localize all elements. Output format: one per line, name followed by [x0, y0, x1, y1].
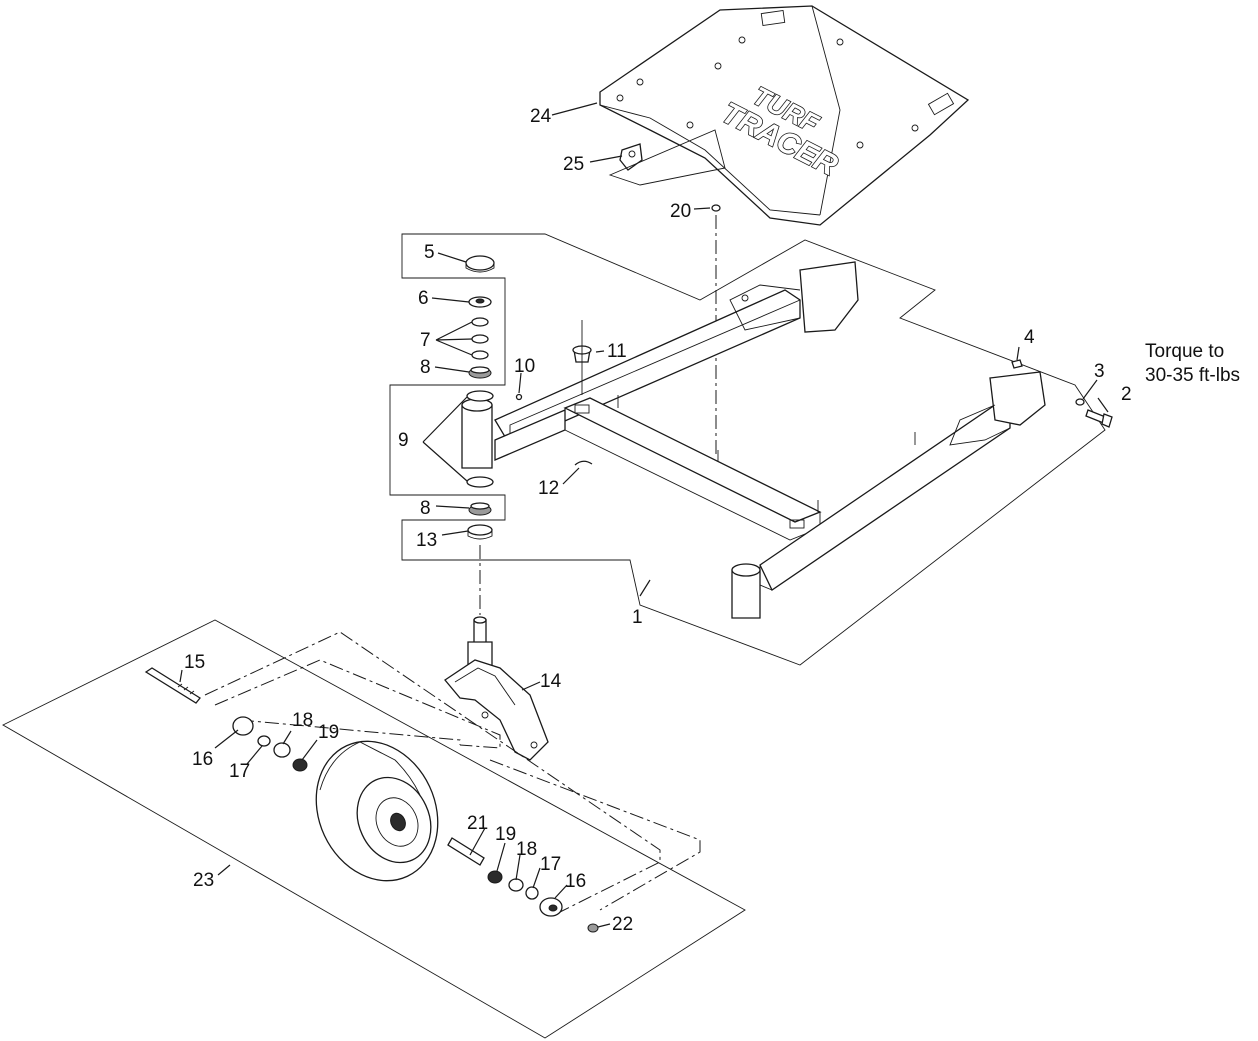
lock-nut — [587, 923, 599, 933]
callout-24: 24 — [530, 106, 552, 127]
callout-15: 15 — [184, 652, 205, 673]
callout-17-left: 17 — [229, 761, 250, 782]
grease-fitting — [515, 393, 523, 401]
bearing-cup-upper — [466, 390, 494, 402]
callout-21: 21 — [467, 813, 488, 834]
callout-13: 13 — [416, 530, 437, 551]
callout-22: 22 — [612, 914, 633, 935]
frame-group-outline — [389, 233, 1106, 666]
callout-17-right: 17 — [540, 854, 561, 875]
callout-6: 6 — [418, 288, 429, 309]
caster-fork — [444, 616, 549, 761]
callout-5: 5 — [424, 242, 435, 263]
callout-16-right: 16 — [565, 871, 586, 892]
wheel-group-outline — [2, 619, 746, 1039]
nut — [468, 296, 492, 308]
wheel-hub-left-parts — [232, 716, 308, 772]
washer-3 — [1075, 398, 1085, 406]
axle-bolt — [144, 667, 201, 704]
callout-7: 7 — [420, 330, 431, 351]
callout-16-left: 16 — [192, 749, 213, 770]
callout-20: 20 — [670, 201, 691, 222]
callout-9: 9 — [398, 430, 409, 451]
retaining-clip — [574, 460, 593, 466]
wheel — [315, 740, 439, 882]
cover-bolt — [711, 204, 721, 212]
callout-3: 3 — [1094, 361, 1105, 382]
callout-8-upper: 8 — [420, 357, 431, 378]
callout-12: 12 — [538, 478, 559, 499]
callout-10: 10 — [514, 356, 535, 377]
callout-11: 11 — [607, 341, 627, 362]
nut-4 — [1011, 359, 1023, 369]
wheel-hub-right-parts — [487, 870, 563, 917]
callout-25: 25 — [563, 154, 584, 175]
main-frame — [461, 261, 1046, 619]
leader-lines — [179, 102, 1109, 928]
torque-note-line2: 30-35 ft-lbs — [1145, 365, 1240, 386]
spacer-tube — [447, 837, 485, 866]
dust-cap — [465, 255, 495, 273]
seal — [467, 524, 493, 540]
callout-19-left: 19 — [318, 722, 339, 743]
callout-23: 23 — [193, 870, 214, 891]
callout-8-lower: 8 — [420, 498, 431, 519]
callout-18-left: 18 — [292, 710, 313, 731]
bearing-upper — [468, 366, 492, 379]
cover-plate: TURF TRACER — [599, 5, 970, 226]
callout-4: 4 — [1024, 327, 1035, 348]
bolt-2 — [1085, 409, 1113, 428]
washers — [471, 317, 489, 360]
torque-note-line1: Torque to — [1145, 341, 1224, 362]
callout-18-right: 18 — [516, 839, 537, 860]
callout-14: 14 — [540, 671, 562, 692]
callout-1: 1 — [632, 607, 643, 628]
callout-2: 2 — [1121, 384, 1132, 405]
bearing-cup-lower — [466, 476, 494, 488]
callout-19-right: 19 — [495, 824, 516, 845]
bearing-lower — [468, 502, 492, 516]
